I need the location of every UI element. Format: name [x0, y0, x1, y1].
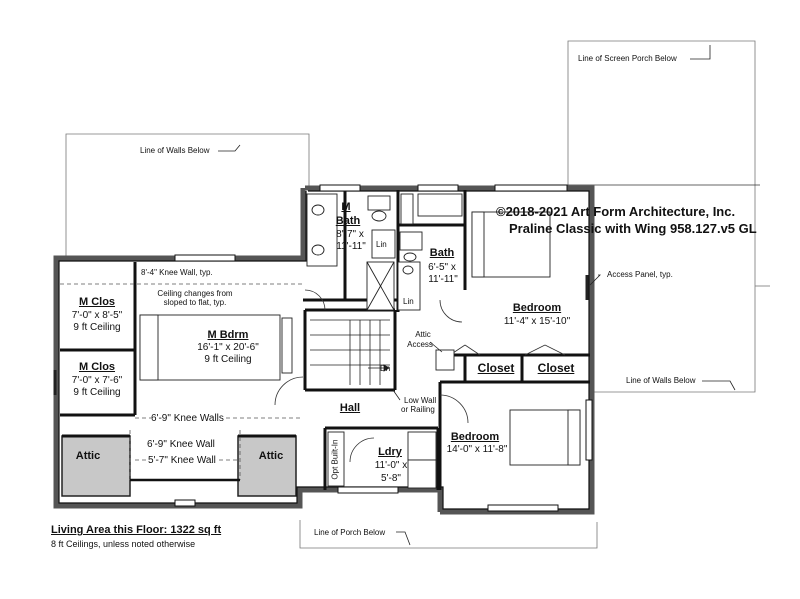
- ldry-dims-1: 11'-0" x: [374, 460, 408, 471]
- windows: [174, 184, 593, 512]
- bedroom-1-name: Bedroom: [512, 302, 562, 314]
- porch-below-note: Line of Porch Below: [314, 528, 386, 537]
- walls-below-note-right: Line of Walls Below: [626, 376, 696, 385]
- m-clos-1-name: M Clos: [78, 296, 116, 308]
- interior-walls: [60, 190, 590, 490]
- living-area-text: Living Area this Floor: 1322 sq ft: [51, 524, 222, 536]
- low-wall-note-2: or Railing: [401, 405, 435, 414]
- m-clos-2-name: M Clos: [78, 361, 116, 373]
- m-clos-2-dims: 7'-0" x 7'-6": [71, 375, 123, 386]
- plan-name-text: Praline Classic with Wing 958.127.v5 GL: [509, 221, 757, 236]
- m-bath-name-1: M: [341, 201, 351, 213]
- m-bath-dims-2: 11'-11": [336, 241, 366, 252]
- closet-2-name: Closet: [537, 361, 575, 375]
- access-panel-note: Access Panel, typ.: [607, 270, 673, 279]
- low-wall-note-1: Low Wall: [404, 396, 437, 405]
- attic-access-note-2: Access: [407, 340, 433, 349]
- stair-down-label: Dn: [380, 364, 391, 373]
- attic-2-name: Attic: [258, 450, 284, 462]
- ldry-dims-2: 5'-8": [381, 473, 401, 484]
- m-bdrm-name: M Bdrm: [207, 329, 249, 341]
- knee-wall-note-3: 5'-7" Knee Wall: [148, 455, 216, 467]
- bedroom-1-dims: 11'-4" x 15'-10": [503, 316, 571, 327]
- stairs: [310, 319, 390, 385]
- m-bdrm-ceiling: 9 ft Ceiling: [204, 354, 252, 365]
- hall-name: Hall: [339, 402, 361, 414]
- bedroom-2-dims: 14'-0" x 11'-8": [446, 444, 508, 455]
- bath-dims-2: 11'-11": [428, 274, 458, 285]
- attic-access-note-1: Attic: [415, 330, 431, 339]
- attic-areas: [61, 435, 297, 497]
- copyright-text: ©2018-2021 Art Form Architecture, Inc.: [496, 204, 736, 219]
- linen-label-1: Lin: [376, 240, 387, 249]
- knee-walls-note-1: 6'-9" Knee Walls: [151, 413, 224, 425]
- m-clos-1-ceiling: 9 ft Ceiling: [73, 322, 121, 333]
- m-bath-name-2: Bath: [335, 215, 361, 227]
- walls-below-note-left: Line of Walls Below: [140, 146, 210, 155]
- linen-label-2: Lin: [403, 297, 414, 306]
- ceiling-note-text: 8 ft Ceilings, unless noted otherwise: [51, 539, 196, 549]
- knee-wall-note-top: 8'-4" Knee Wall, typ.: [141, 268, 213, 278]
- opt-built-in-label: Opt Built-In: [330, 439, 340, 480]
- ceiling-change-note-1: Ceiling changes from: [157, 289, 233, 299]
- m-bath-dims-1: 8'-7" x: [336, 229, 364, 240]
- fixtures: [53, 193, 589, 489]
- bath-dims-1: 6'-5" x: [428, 262, 456, 273]
- bedroom-2-name: Bedroom: [450, 431, 500, 443]
- m-bdrm-dims: 16'-1" x 20'-6": [197, 342, 259, 353]
- screen-porch-note: Line of Screen Porch Below: [578, 54, 677, 63]
- ldry-name: Ldry: [378, 446, 402, 458]
- leader-arrows: [218, 45, 736, 546]
- attic-1-name: Attic: [75, 450, 101, 462]
- closet-1-name: Closet: [477, 361, 515, 375]
- bath-name: Bath: [429, 247, 455, 259]
- m-clos-2-ceiling: 9 ft Ceiling: [73, 387, 121, 398]
- ceiling-change-note-2: sloped to flat, typ.: [163, 298, 227, 308]
- knee-wall-note-2: 6'-9" Knee Wall: [147, 439, 215, 451]
- m-clos-1-dims: 7'-0" x 8'-5": [71, 310, 123, 321]
- lines-below: [65, 40, 770, 549]
